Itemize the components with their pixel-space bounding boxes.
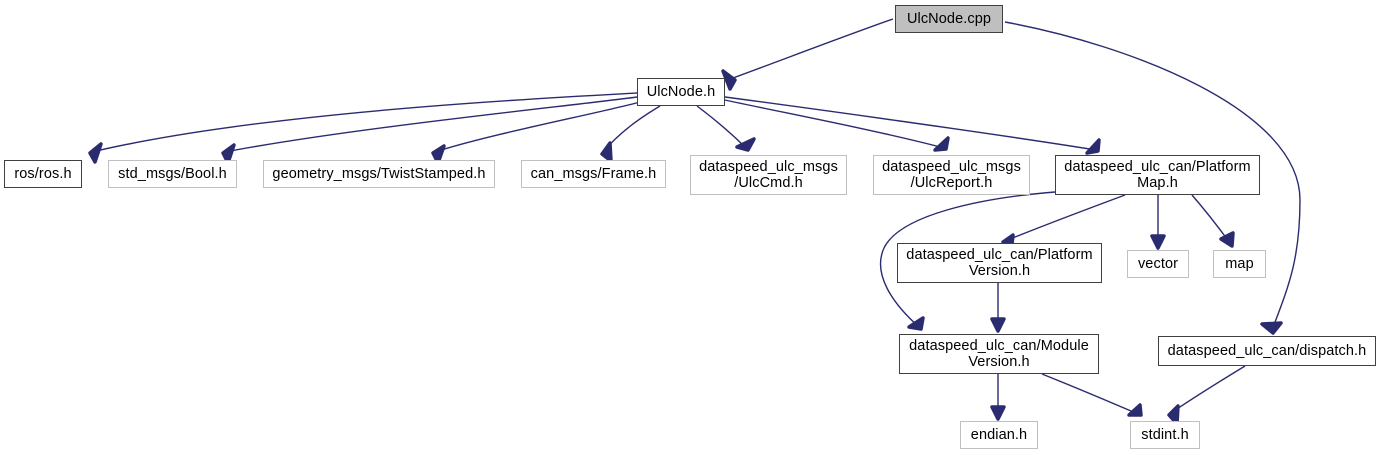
graph-node-vector[interactable]: vector (1127, 250, 1189, 278)
graph-node-ulccmd-h[interactable]: dataspeed_ulc_msgs /UlcCmd.h (690, 155, 847, 195)
graph-edge (724, 96, 1097, 151)
graph-node-stdint-h[interactable]: stdint.h (1130, 421, 1200, 449)
graph-node-moduleversion-h[interactable]: dataspeed_ulc_can/Module Version.h (899, 334, 1099, 374)
graph-edge (602, 105, 661, 153)
graph-edge (696, 105, 747, 149)
graph-edge (732, 18, 894, 79)
graph-edge-arrowhead (1260, 321, 1283, 335)
graph-edge-arrowhead (735, 137, 756, 152)
graph-edge-arrowhead (990, 317, 1006, 333)
graph-node-map[interactable]: map (1213, 250, 1266, 278)
graph-node-platformversion-h[interactable]: dataspeed_ulc_can/Platform Version.h (897, 243, 1102, 283)
graph-edge-arrowhead (933, 136, 950, 152)
graph-edge-arrowhead (1085, 138, 1101, 155)
graph-edge (1191, 194, 1231, 244)
graph-edge (224, 96, 638, 153)
graph-edge-arrowhead (1150, 234, 1166, 250)
graph-node-ros-ros-h[interactable]: ros/ros.h (4, 160, 82, 188)
graph-node-dispatch-h[interactable]: dataspeed_ulc_can/dispatch.h (1158, 336, 1376, 366)
graph-node-endian-h[interactable]: endian.h (960, 421, 1038, 449)
graph-edge (1041, 373, 1139, 415)
graph-edge (1004, 194, 1126, 242)
graph-node-ulcnode-h[interactable]: UlcNode.h (637, 78, 725, 106)
graph-node-platformmap-h[interactable]: dataspeed_ulc_can/Platform Map.h (1055, 155, 1260, 195)
graph-node-can-msgs-frame-h[interactable]: can_msgs/Frame.h (521, 160, 666, 188)
graph-edge-arrowhead (1127, 403, 1143, 417)
graph-edge-arrowhead (1219, 231, 1235, 248)
graph-edge-arrowhead (88, 142, 103, 164)
graph-edge-arrowhead (990, 405, 1006, 421)
graph-edge (1170, 365, 1246, 414)
graph-node-twiststamped-h[interactable]: geometry_msgs/TwistStamped.h (263, 160, 495, 188)
graph-edge (434, 101, 641, 153)
graph-edge-arrowhead (600, 141, 613, 163)
graph-edge (91, 92, 638, 153)
graph-node-ulcreport-h[interactable]: dataspeed_ulc_msgs /UlcReport.h (873, 155, 1030, 195)
graph-edge-arrowhead (907, 316, 925, 331)
graph-node-ulcnode-cpp[interactable]: UlcNode.cpp (895, 5, 1003, 33)
graph-node-std-msgs-bool-h[interactable]: std_msgs/Bool.h (108, 160, 237, 188)
graph-edge (724, 99, 945, 149)
